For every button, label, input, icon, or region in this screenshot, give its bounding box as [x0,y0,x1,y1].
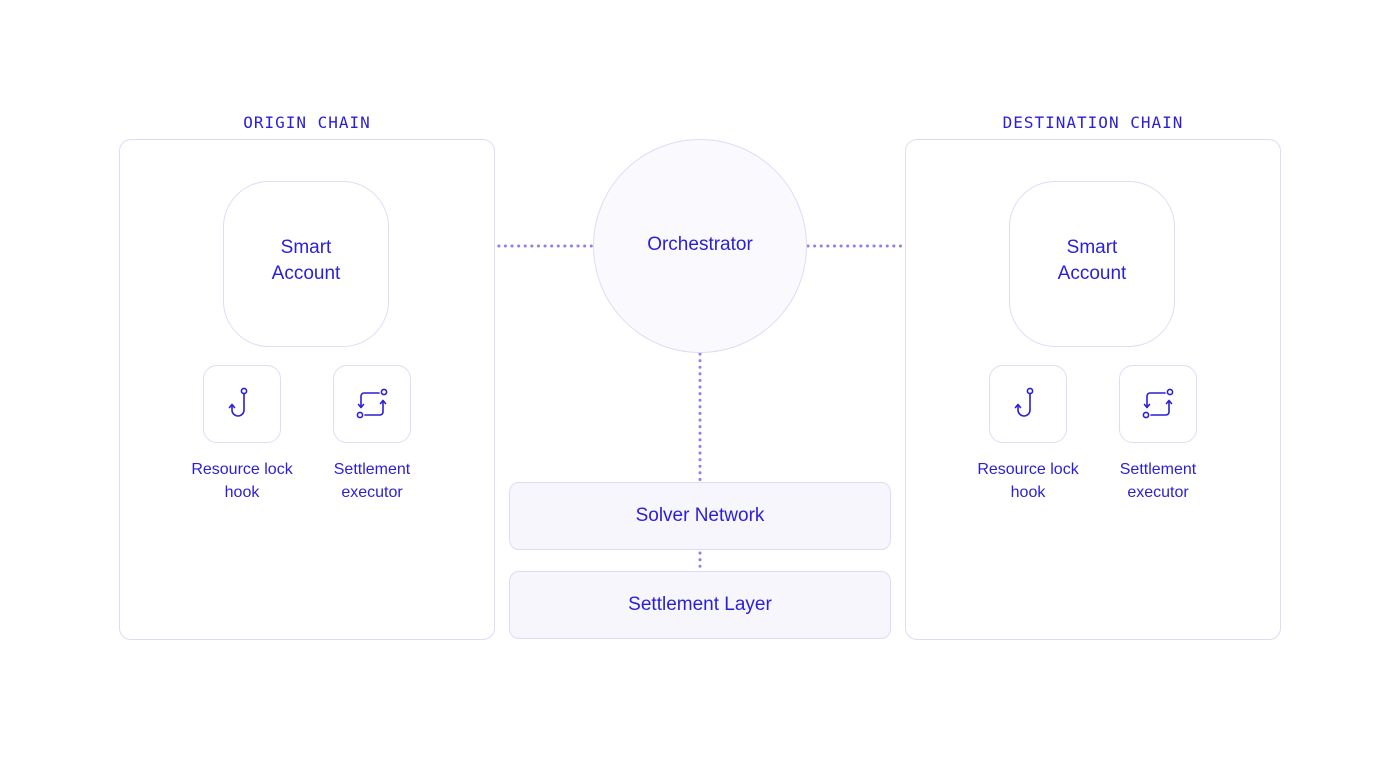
origin-resource-lock-hook-label: Resource lock hook [191,461,293,501]
origin-smart-account: Smart Account [223,181,389,347]
hook-icon [228,387,248,417]
origin-chain-title: ORIGIN CHAIN [243,113,371,132]
solver-network-box: Solver Network [509,482,891,550]
origin-resource-lock-hook-box [203,365,281,443]
destination-chain-title: DESTINATION CHAIN [1002,113,1184,132]
orchestrator-label: Orchestrator [647,234,753,255]
destination-resource-lock-hook-label: Resource lock hook [977,461,1079,501]
settlement-loop-icon [1142,388,1174,419]
settlement-loop-icon [356,388,388,419]
hook-icon [1014,387,1034,417]
origin-settlement-executor-label: Settlement executor [333,461,411,501]
destination-resource-lock-hook-box [989,365,1067,443]
settlement-layer-label: Settlement Layer [628,594,772,615]
solver-network-label: Solver Network [635,505,765,526]
destination-smart-account: Smart Account [1009,181,1175,347]
settlement-layer-box: Settlement Layer [509,571,891,639]
destination-settlement-executor-label: Settlement executor [1119,461,1197,501]
destination-settlement-executor-box [1119,365,1197,443]
origin-settlement-executor-box [333,365,411,443]
orchestrator-node: Orchestrator [593,139,807,353]
